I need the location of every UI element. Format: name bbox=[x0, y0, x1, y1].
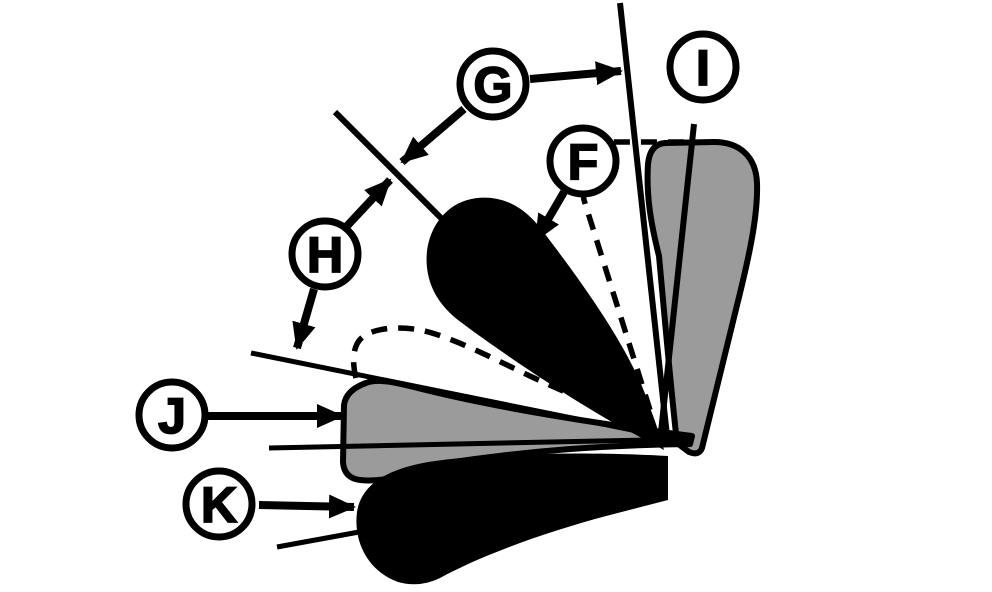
leader-arrows bbox=[208, 61, 623, 519]
callout-F-circle bbox=[546, 124, 620, 198]
callout-H-letter: H bbox=[307, 227, 343, 283]
callout-I: I bbox=[666, 30, 740, 104]
arrow-F-to-black-lever bbox=[532, 189, 568, 243]
callout-H-circle bbox=[288, 217, 362, 291]
callout-F: F bbox=[546, 124, 620, 198]
lower-lever-axis-line bbox=[276, 527, 371, 550]
black-lever-upper bbox=[426, 197, 664, 450]
gray-lever-horizontal bbox=[340, 377, 695, 484]
callout-J-letter: J bbox=[158, 388, 186, 444]
callout-H: H bbox=[288, 217, 362, 291]
horizontal-lever-axis-line bbox=[268, 436, 693, 451]
callout-I-letter: I bbox=[696, 40, 710, 96]
callout-K-letter: K bbox=[201, 477, 237, 533]
arrow-H-to-diagonal-line bbox=[344, 177, 393, 229]
callout-G-circle bbox=[456, 47, 530, 121]
callout-I-circle bbox=[666, 30, 740, 104]
arrow-G-to-vertical-line bbox=[529, 61, 623, 86]
callout-K-circle bbox=[182, 467, 256, 541]
black-lever-lower bbox=[356, 453, 668, 585]
arrow-K-to-black-lever bbox=[258, 494, 356, 519]
upper-horizontal-position-line bbox=[250, 350, 687, 444]
callout-K: K bbox=[182, 467, 256, 541]
arrow-H-to-lower-line bbox=[292, 287, 318, 350]
reference-lines-over bbox=[250, 123, 697, 550]
callouts: G I F H J K bbox=[135, 30, 740, 541]
callout-J-circle bbox=[135, 378, 209, 452]
vertical-lever-axis-line bbox=[658, 123, 697, 433]
callout-G-letter: G bbox=[474, 57, 513, 113]
arrow-G-to-diagonal-line bbox=[399, 105, 467, 166]
callout-F-letter: F bbox=[568, 134, 599, 190]
callout-G: G bbox=[456, 47, 530, 121]
vertical-position-line bbox=[617, 2, 671, 446]
levers bbox=[340, 139, 761, 585]
callout-J: J bbox=[135, 378, 209, 452]
